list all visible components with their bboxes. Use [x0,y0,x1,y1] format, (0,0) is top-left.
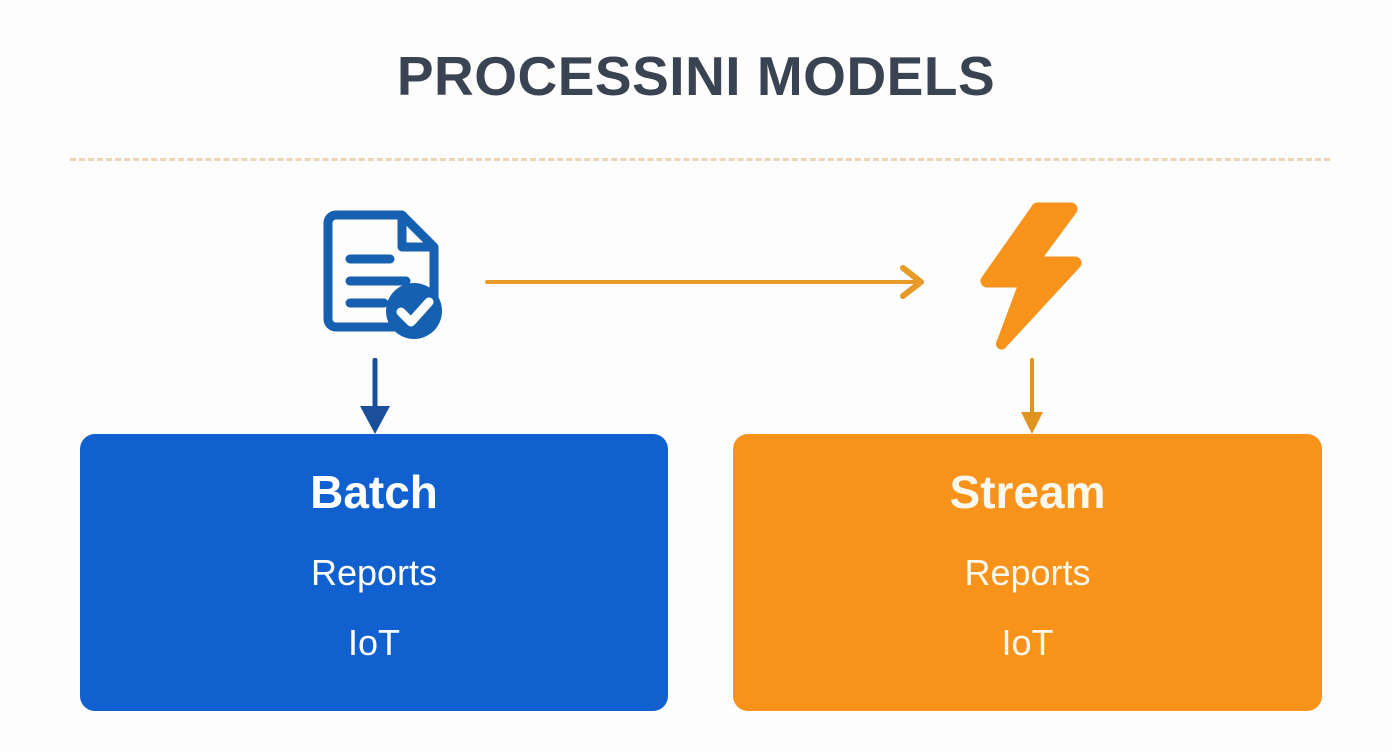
lightning-bolt-icon [975,200,1085,350]
card-stream-item-reports: Reports [964,552,1091,593]
arrow-down-blue [350,357,400,438]
card-stream-heading: Stream [949,466,1106,518]
card-stream-item-iot: IoT [1001,622,1054,663]
card-stream[interactable]: Stream Reports IoT [733,434,1322,711]
dashed-divider [70,158,1330,161]
card-batch-item-reports: Reports [310,552,438,593]
card-batch-heading: Batch [310,466,438,518]
document-check-icon [310,207,450,347]
card-batch[interactable]: Batch Reports IoT [80,434,668,711]
arrow-right [485,262,930,302]
card-batch-item-iot: IoT [347,622,400,663]
arrow-down-orange [1010,358,1054,438]
page-title: PROCESSINI MODELS [396,45,996,107]
